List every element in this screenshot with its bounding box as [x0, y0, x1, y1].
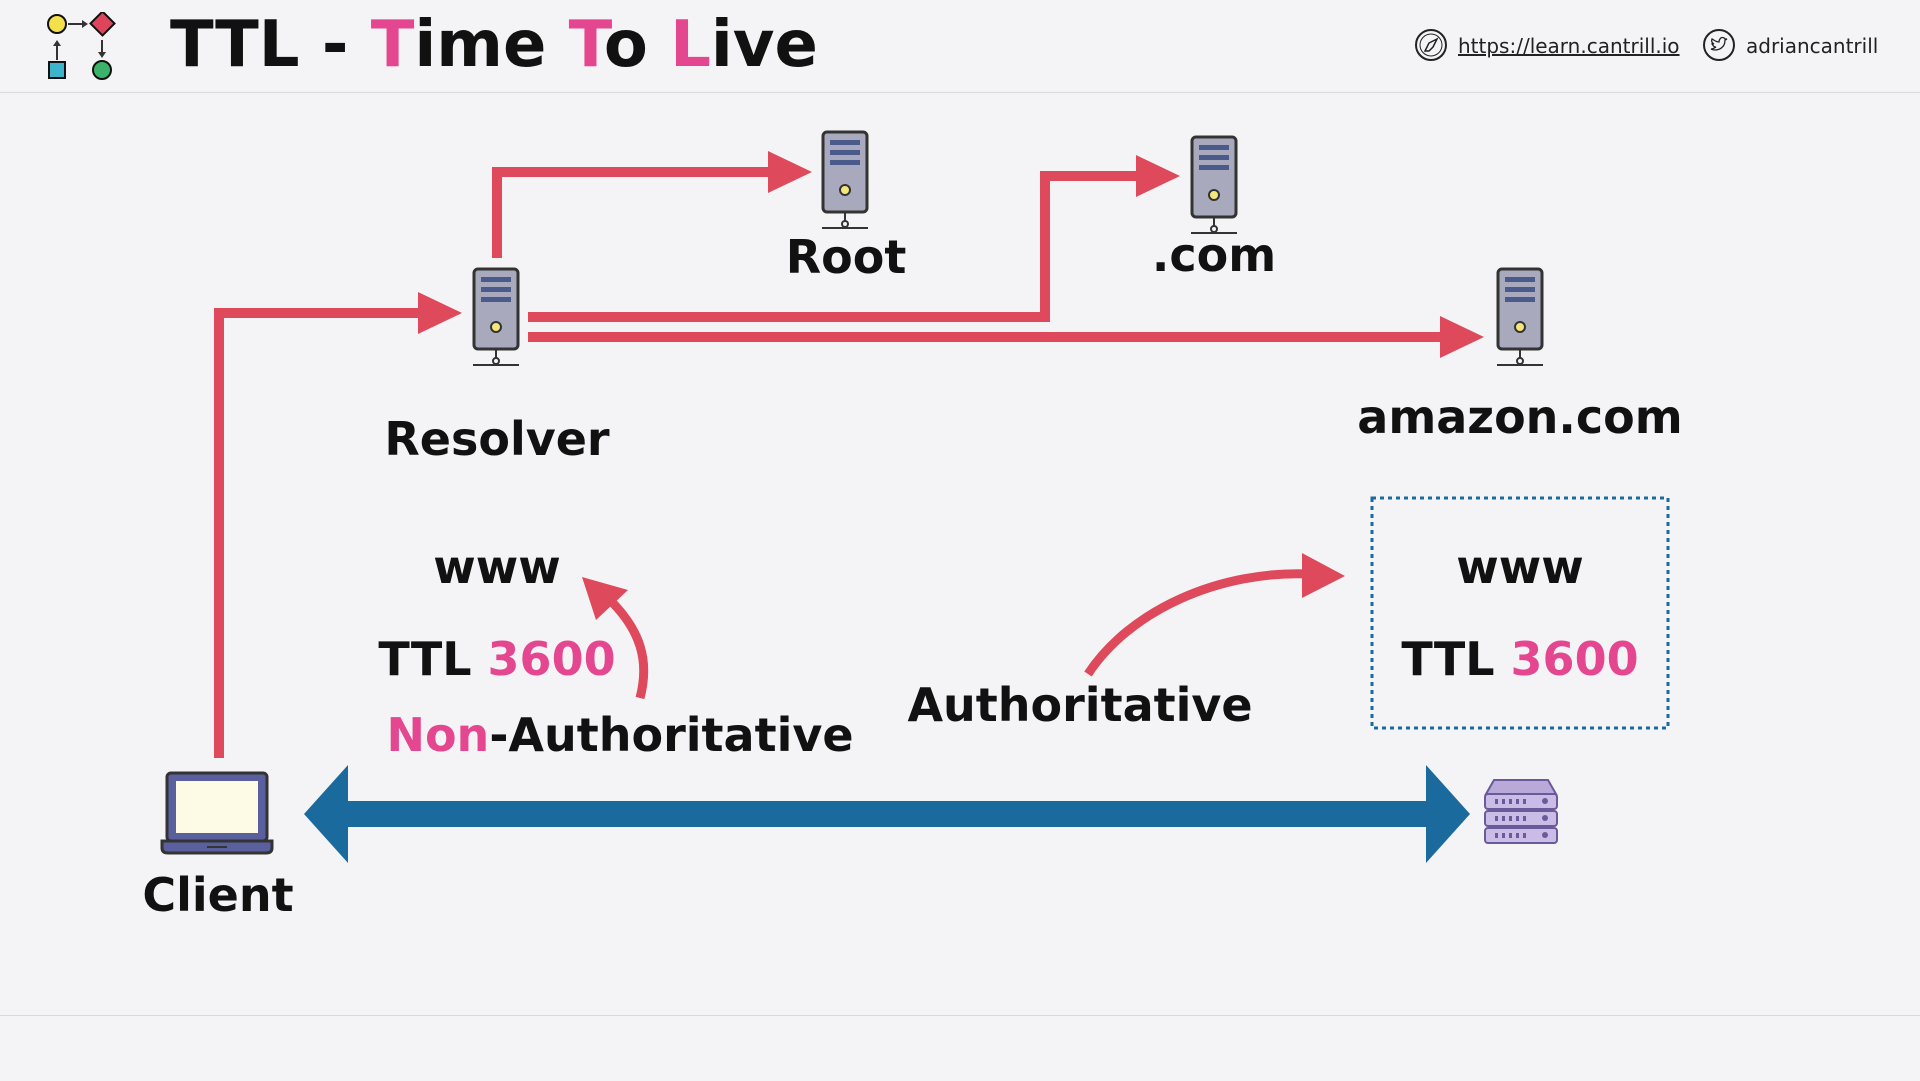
- slide-footer: [0, 1015, 1920, 1081]
- resolver-to-root-arrow: [492, 151, 812, 258]
- cache-curve-arrow: [582, 577, 649, 700]
- title-part: ive: [710, 8, 818, 82]
- compass-icon: [1415, 29, 1447, 61]
- authoritative-ttl-value: 3600: [1510, 632, 1639, 686]
- root-label: Root: [785, 230, 907, 284]
- client-amazon-direct-arrow: [304, 765, 1470, 863]
- non-prefix: Non: [386, 708, 490, 762]
- title-part: T: [568, 8, 604, 82]
- resolver-label: Resolver: [384, 412, 610, 466]
- authoritative-record-name: www: [1456, 540, 1584, 594]
- amazon-label: amazon.com: [1357, 390, 1683, 444]
- non-authoritative-label: Non-Authoritative: [386, 708, 853, 762]
- twitter-handle-link[interactable]: adriancantrill: [1746, 34, 1879, 58]
- slide-header: TTL - Time To Live https://learn.cantril…: [0, 0, 1920, 93]
- title-part: L: [670, 8, 711, 82]
- authoritative-label: Authoritative: [907, 678, 1253, 732]
- title-part: TTL -: [170, 8, 371, 82]
- cached-ttl-label: TTL: [378, 632, 472, 686]
- resolver-server-icon: [471, 267, 521, 367]
- cached-ttl-value: 3600: [487, 632, 616, 686]
- com-label: .com: [1151, 228, 1277, 282]
- root-server-icon: [820, 130, 870, 230]
- authoritative-curve-arrow: [1084, 553, 1345, 677]
- resolver-to-amazon-arrow: [528, 316, 1484, 358]
- authoritative-record-box: [1370, 496, 1670, 730]
- com-server-icon: [1189, 135, 1239, 235]
- cached-record-ttl: TTL 3600: [378, 632, 615, 686]
- authoritative-record-ttl: TTL 3600: [1401, 632, 1638, 686]
- server-rack-icon: [1484, 779, 1558, 844]
- resolver-to-com-arrow: [528, 155, 1180, 322]
- workflow-logo-icon: [47, 12, 116, 80]
- title-part: o: [603, 8, 671, 82]
- amazon-server-icon: [1495, 267, 1545, 367]
- title-part: ime: [414, 8, 569, 82]
- page-title: TTL - Time To Live: [170, 8, 818, 82]
- cached-record-name: www: [433, 540, 561, 594]
- title-part: T: [370, 8, 415, 82]
- client-to-resolver-arrow: [214, 292, 462, 758]
- twitter-bird-icon: [1703, 29, 1735, 61]
- client-label: Client: [142, 868, 294, 922]
- authoritative-ttl-label: TTL: [1401, 632, 1495, 686]
- laptop-icon: [160, 771, 274, 855]
- authoritative-suffix: -Authoritative: [489, 708, 854, 762]
- website-link[interactable]: https://learn.cantrill.io: [1458, 34, 1680, 58]
